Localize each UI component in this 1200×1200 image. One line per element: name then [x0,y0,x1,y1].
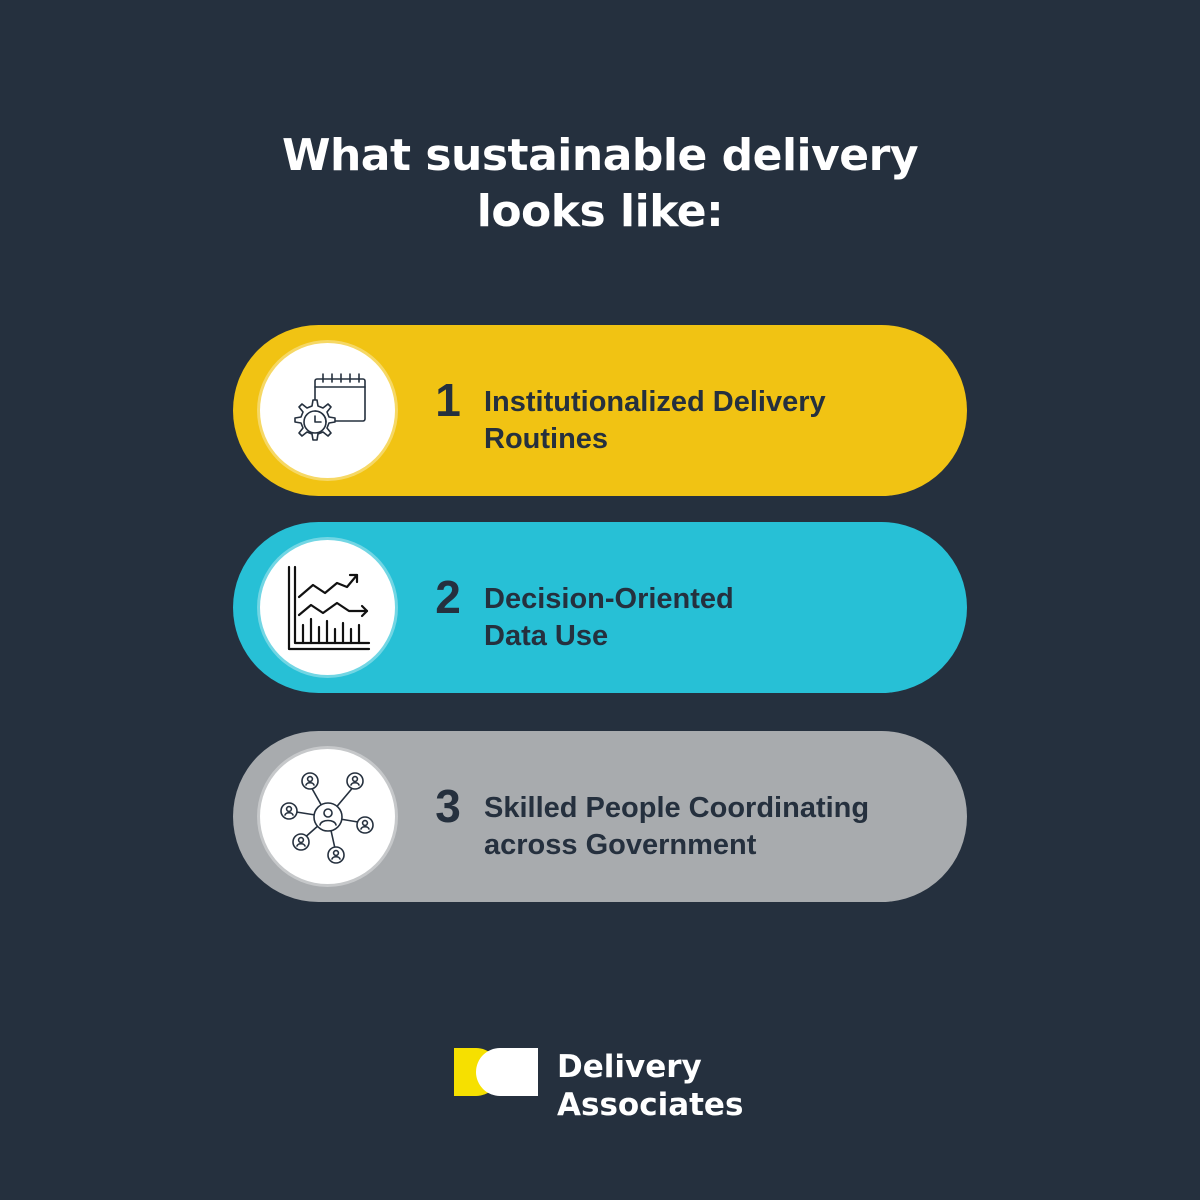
page-title: What sustainable delivery looks like: [0,128,1200,240]
item-card-1: 1 Institutionalized Delivery Routines [233,325,967,496]
logo-text: Delivery Associates [557,1048,743,1124]
logo-text-line-1: Delivery [557,1049,702,1085]
item-card-2: 2 Decision-Oriented Data Use [233,522,967,693]
item-label-3: Skilled People Coordinating across Gover… [484,790,944,864]
logo-mark-icon [454,1048,538,1096]
item-label-2-line-1: Decision-Oriented [484,583,734,615]
line-chart-icon [287,565,370,650]
item-label-2: Decision-Oriented Data Use [484,581,944,655]
item-label-3-line-2: across Government [484,829,757,861]
item-card-3: 3 Skilled People Coordinating across Gov… [233,731,967,902]
people-network-icon [279,771,374,864]
item-icon-circle-2 [260,540,395,675]
item-icon-circle-1 [260,343,395,478]
item-number-3: 3 [435,780,461,832]
item-label-1: Institutionalized Delivery Routines [484,384,944,458]
logo-text-line-2: Associates [557,1087,744,1123]
item-number-2: 2 [435,571,461,623]
item-label-3-line-1: Skilled People Coordinating [484,792,870,824]
item-icon-circle-3 [260,749,395,884]
item-label-1-line-1: Institutionalized Delivery [484,386,826,418]
delivery-associates-logo: Delivery Associates [454,1048,754,1128]
title-line-2: looks like: [476,186,724,237]
item-label-1-line-2: Routines [484,423,609,455]
item-label-2-line-2: Data Use [484,620,609,652]
item-number-1: 1 [435,374,461,426]
calendar-gear-icon [293,372,366,441]
title-line-1: What sustainable delivery [281,130,919,181]
